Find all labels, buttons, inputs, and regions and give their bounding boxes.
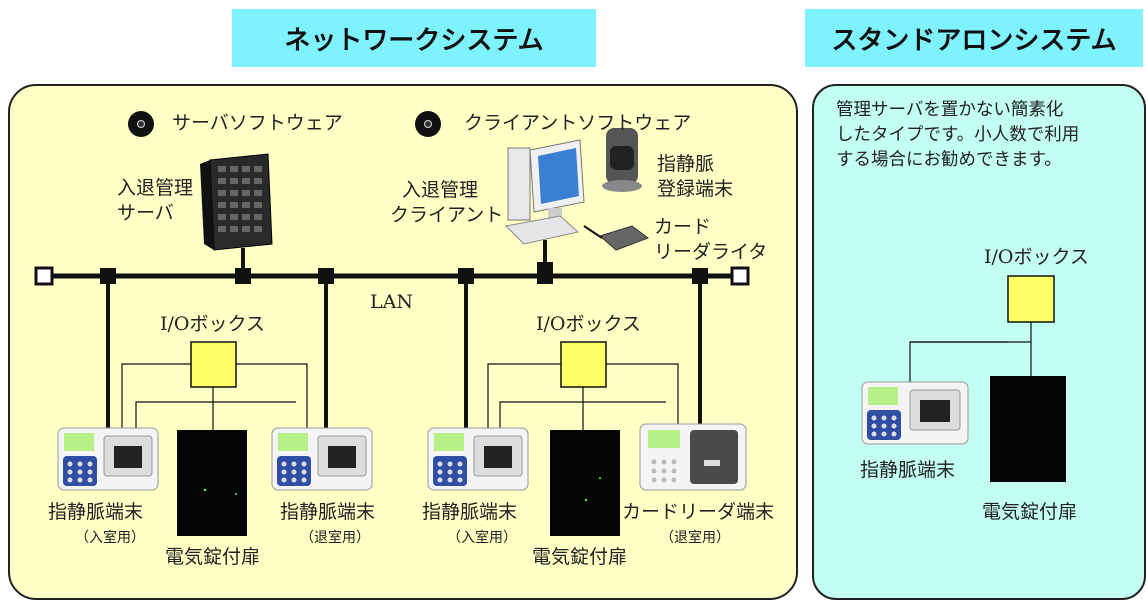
client-software-label: クライアントソフトウェア: [464, 112, 692, 134]
door-left-label: 電気錠付扉: [165, 546, 261, 568]
client-label-2: クライアント: [390, 204, 504, 226]
standalone-title: スタンドアロンシステム: [805, 9, 1143, 67]
finger-vein-terminal-2: [271, 427, 373, 491]
lan-terminator-left: [34, 266, 54, 286]
standalone-description-3: する場合にお勧めできます。: [836, 150, 1062, 170]
standalone-terminal-label: 指静脈端末: [860, 459, 956, 481]
door-left-icon: [177, 430, 247, 536]
registration-label-1: 指静脈: [657, 153, 715, 175]
standalone-door-label: 電気錠付扉: [982, 501, 1078, 523]
terminal-1-sub: （入室用）: [75, 530, 145, 546]
network-panel: [8, 84, 798, 600]
standalone-io-box-label: I/Oボックス: [984, 246, 1089, 268]
standalone-description-2: したタイプです。小人数で利用: [836, 125, 1080, 145]
terminal-4-label: カードリーダ端末: [622, 501, 775, 523]
card-rw-label-2: リーダライタ: [654, 241, 768, 263]
io-box-left-label: I/Oボックス: [160, 313, 265, 335]
client-software-disc-icon: [415, 111, 441, 137]
terminal-2-sub: （退室用）: [300, 530, 370, 546]
client-label-1: 入退管理: [402, 179, 479, 201]
server-label-2: サーバ: [117, 202, 174, 224]
io-box-left: [190, 341, 237, 388]
lan-terminator-right: [730, 266, 750, 286]
network-title: ネットワークシステム: [232, 9, 596, 67]
registration-terminal-icon: [602, 128, 642, 192]
server-icon: [200, 153, 273, 251]
finger-vein-terminal-standalone: [861, 381, 969, 445]
lan-label: LAN: [370, 291, 413, 313]
io-box-right-label: I/Oボックス: [536, 313, 641, 335]
finger-vein-terminal-3: [427, 427, 529, 491]
terminal-4-sub: （退室用）: [660, 530, 730, 546]
card-reader-writer-icon: [583, 225, 650, 251]
registration-label-2: 登録端末: [657, 178, 734, 200]
terminal-3-sub: （入室用）: [447, 530, 517, 546]
terminal-1-label: 指静脈端末: [48, 501, 144, 523]
server-software-label: サーバソフトウェア: [172, 112, 343, 134]
standalone-description-1: 管理サーバを置かない簡素化: [836, 100, 1064, 120]
card-rw-label-1: カード: [654, 216, 712, 238]
client-pc-icon: [504, 139, 585, 245]
server-label-1: 入退管理: [117, 177, 194, 199]
io-box-standalone: [1007, 275, 1055, 323]
door-standalone-icon: [990, 376, 1066, 482]
door-right-label: 電気錠付扉: [532, 546, 628, 568]
io-box-right: [560, 341, 607, 388]
finger-vein-terminal-1: [57, 427, 159, 491]
terminal-2-label: 指静脈端末: [280, 501, 376, 523]
terminal-3-label: 指静脈端末: [422, 501, 518, 523]
card-reader-terminal: [639, 423, 747, 491]
server-software-disc-icon: [128, 111, 154, 137]
door-right-icon: [550, 430, 620, 536]
